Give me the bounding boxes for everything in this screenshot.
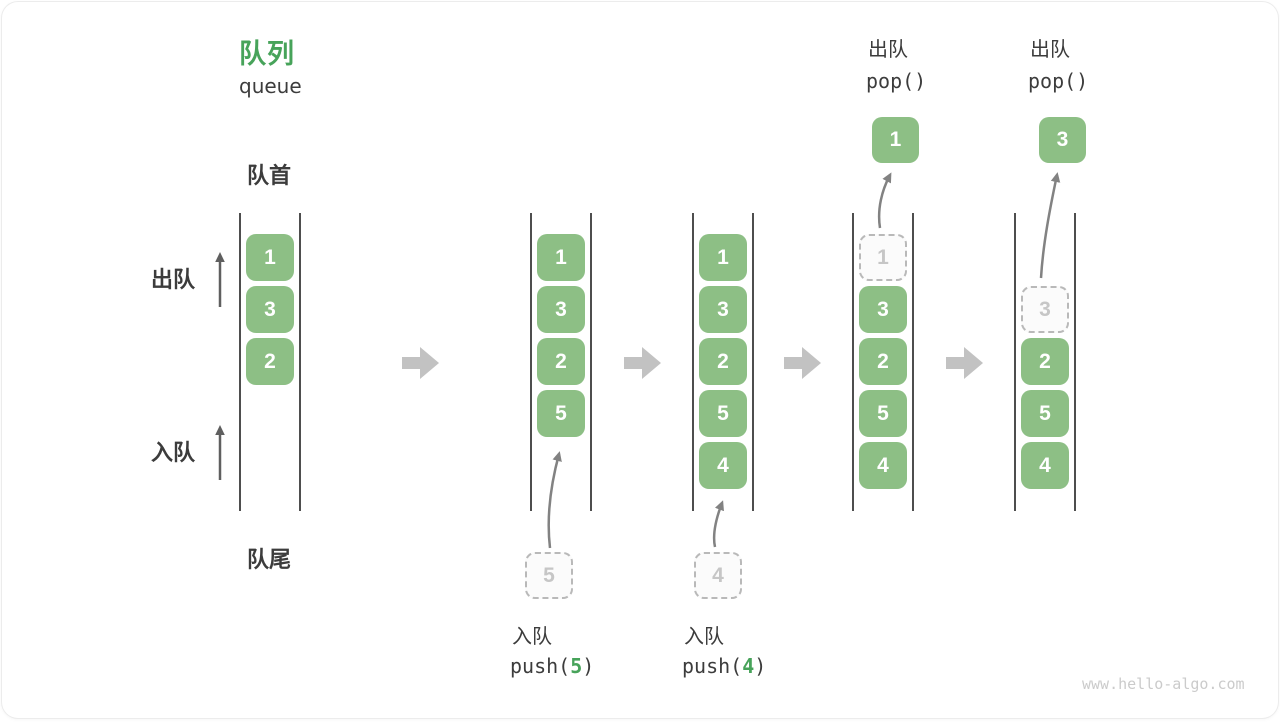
page-title: 队列: [239, 39, 295, 69]
queue-box-value: 4: [877, 453, 889, 477]
queue-box-value: 3: [555, 297, 567, 321]
code-text: push(: [682, 654, 743, 678]
queue-box-value: 2: [877, 349, 889, 373]
queue-box: 1: [537, 234, 585, 281]
queue-box-value: 1: [717, 245, 729, 269]
queue-box-value: 2: [1039, 349, 1051, 373]
queue-box: 5: [1021, 390, 1069, 437]
pop2-op-code: pop(): [1028, 69, 1089, 93]
popped-box: 3: [1039, 117, 1086, 163]
queue-box-value: 2: [717, 349, 729, 373]
step-arrow-icon: [946, 347, 983, 379]
queue-box: 2: [859, 338, 907, 385]
queue-channel: [692, 213, 754, 511]
queue-channel: [239, 213, 301, 511]
queue-box-value: 4: [717, 453, 729, 477]
queue-box: 5: [859, 390, 907, 437]
pop1-op-label: 出队: [868, 39, 908, 61]
incoming-box-value: 5: [543, 563, 555, 587]
push4-op-label: 入队: [684, 626, 724, 648]
queue-box: 4: [1021, 442, 1069, 489]
queue-box: 5: [699, 390, 747, 437]
queue-box: 3: [859, 286, 907, 333]
queue-box: 2: [1021, 338, 1069, 385]
queue-box-value: 5: [877, 401, 889, 425]
ghost-box: 1: [859, 234, 907, 281]
queue-channel: [1014, 213, 1076, 511]
queue-box-value: 2: [264, 349, 276, 373]
queue-box: 4: [859, 442, 907, 489]
label-queue-tail: 队尾: [247, 547, 292, 572]
page-subtitle: queue: [239, 74, 302, 98]
queue-box-value: 5: [717, 401, 729, 425]
queue-box-value: 2: [555, 349, 567, 373]
popped-box-value: 3: [1056, 128, 1069, 151]
step-arrow-icon: [624, 347, 661, 379]
queue-box-value: 3: [264, 297, 276, 321]
popped-box-value: 1: [889, 128, 902, 151]
step-arrow-icon: [784, 347, 821, 379]
code-arg: 5: [570, 654, 583, 678]
code-text: ): [582, 654, 595, 678]
queue-box: 4: [699, 442, 747, 489]
ghost-box-value: 1: [877, 245, 889, 269]
watermark: www.hello-algo.com: [1082, 675, 1245, 693]
popped-box: 1: [872, 117, 919, 163]
queue-box: 1: [699, 234, 747, 281]
queue-box-value: 3: [877, 297, 889, 321]
incoming-box: 4: [694, 552, 742, 599]
pop1-op-code: pop(): [866, 69, 927, 93]
step-arrow-icon: [402, 347, 439, 379]
code-arg: 4: [742, 654, 755, 678]
queue-box-value: 4: [1039, 453, 1051, 477]
queue-box: 3: [246, 286, 294, 333]
push5-op-label: 入队: [512, 626, 552, 648]
incoming-box-value: 4: [712, 563, 724, 587]
queue-channel: [530, 213, 592, 511]
incoming-box: 5: [525, 552, 573, 599]
queue-box: 3: [699, 286, 747, 333]
queue-box: 5: [537, 390, 585, 437]
queue-box: 3: [537, 286, 585, 333]
pop2-op-label: 出队: [1030, 39, 1070, 61]
label-queue-front: 队首: [247, 163, 292, 188]
label-dequeue-side: 出队: [151, 267, 196, 292]
queue-box-value: 3: [717, 297, 729, 321]
queue-box: 2: [699, 338, 747, 385]
code-text: push(: [510, 654, 571, 678]
queue-box-value: 5: [1039, 401, 1051, 425]
queue-channel: [852, 213, 914, 511]
push5-op-code: push(5): [510, 654, 594, 678]
code-text: ): [754, 654, 767, 678]
queue-box: 2: [537, 338, 585, 385]
queue-box: 2: [246, 338, 294, 385]
queue-box-value: 1: [264, 245, 276, 269]
ghost-box: 3: [1021, 286, 1069, 333]
queue-box: 1: [246, 234, 294, 281]
ghost-box-value: 3: [1039, 297, 1051, 321]
label-enqueue-side: 入队: [151, 440, 196, 465]
queue-box-value: 1: [555, 245, 567, 269]
queue-box-value: 5: [555, 401, 567, 425]
push4-op-code: push(4): [682, 654, 766, 678]
